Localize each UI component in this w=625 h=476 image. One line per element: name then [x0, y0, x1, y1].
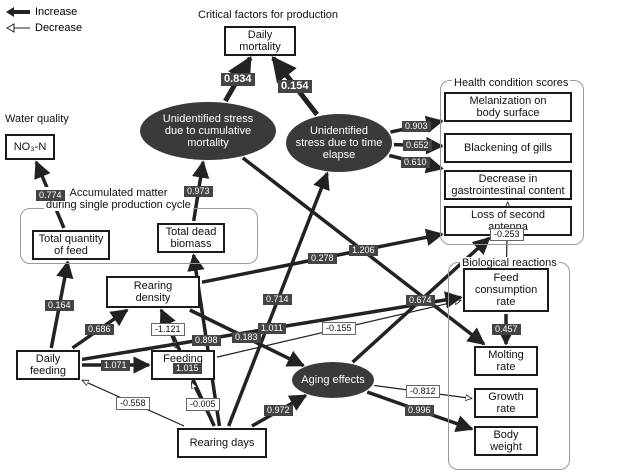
node-loss-antenna: Loss of second antenna — [444, 206, 572, 236]
edge-coefficient: 0.972 — [264, 405, 293, 416]
section-critical: Critical factors for production — [198, 9, 338, 21]
edge-coefficient: 1.071 — [101, 360, 130, 371]
edge-coefficient: 0.834 — [221, 73, 255, 86]
edge-coefficient: 1.011 — [258, 323, 286, 334]
node-stress-cumulative-mortality: Unidentified stress due to cumulative mo… — [140, 102, 276, 160]
edge-coefficient: 0.714 — [263, 294, 292, 305]
edge-coefficient: 0.996 — [405, 405, 434, 416]
edge-coefficient: 1.015 — [173, 363, 202, 374]
edge-coefficient: -0.812 — [406, 385, 440, 398]
node-body-weight: Body weight — [474, 426, 538, 456]
section-water: Water quality — [5, 113, 69, 125]
edge-coefficient: -1.121 — [151, 323, 185, 336]
node-aging-effects: Aging effects — [292, 362, 374, 398]
node-molting-rate: Molting rate — [474, 346, 538, 376]
node-blackening-gills: Blackening of gills — [444, 133, 572, 163]
node-dead-biomass: Total dead biomass — [157, 223, 225, 253]
edge-coefficient: 0.973 — [184, 186, 213, 197]
section-biological: Biological reactions — [460, 257, 559, 269]
edge-coefficient: 0.610 — [401, 157, 430, 168]
edge-coefficient: -0.005 — [186, 398, 220, 411]
edge-coefficient: 0.183 — [232, 332, 261, 343]
legend-decrease: Decrease — [6, 22, 82, 34]
legend-increase-label: Increase — [35, 6, 78, 18]
edge-coefficient: 0.164 — [45, 300, 74, 311]
edge-coefficient: -0.155 — [322, 322, 356, 335]
increase-arrow-icon — [6, 7, 30, 17]
edge-coefficient: -0.253 — [490, 228, 524, 241]
edge-coefficient: 0.457 — [492, 324, 521, 335]
edge-coefficient: 0.903 — [402, 121, 431, 132]
edge-coefficient: -0.558 — [116, 397, 150, 410]
edge-coefficient: 0.686 — [85, 324, 114, 335]
decrease-arrow-icon — [6, 23, 30, 33]
section-accumulated: Accumulated matter during single product… — [44, 187, 193, 211]
edge-coefficient: 0.154 — [278, 80, 312, 93]
node-rearing-density: Rearing density — [106, 276, 200, 308]
node-daily-mortality: Daily mortality — [224, 26, 296, 56]
legend-increase: Increase — [6, 6, 77, 18]
edge-coefficient: 0.674 — [406, 295, 435, 306]
legend-decrease-label: Decrease — [35, 22, 83, 34]
node-rearing-days: Rearing days — [177, 428, 267, 458]
node-no3-n: NO₃-N — [5, 134, 55, 160]
edge-coefficient: 0.774 — [36, 190, 65, 201]
node-total-feed: Total quantity of feed — [32, 230, 110, 260]
edge-coefficient: 0.278 — [308, 253, 337, 264]
node-daily-feeding: Daily feeding — [16, 350, 80, 380]
edge-coefficient: 1.206 — [349, 245, 378, 256]
section-health: Health condition scores — [452, 77, 571, 89]
node-feed-consumption: Feed consumption rate — [463, 268, 549, 312]
node-melanization: Melanization on body surface — [444, 92, 572, 122]
edge-coefficient: 0.652 — [403, 140, 432, 151]
node-gastrointestinal: Decrease in gastrointestinal content — [444, 170, 572, 200]
node-stress-time-elapse: Unidentified stress due to time elapse — [286, 114, 392, 172]
node-growth-rate: Growth rate — [474, 388, 538, 418]
edge-coefficient: 0.898 — [192, 335, 221, 346]
